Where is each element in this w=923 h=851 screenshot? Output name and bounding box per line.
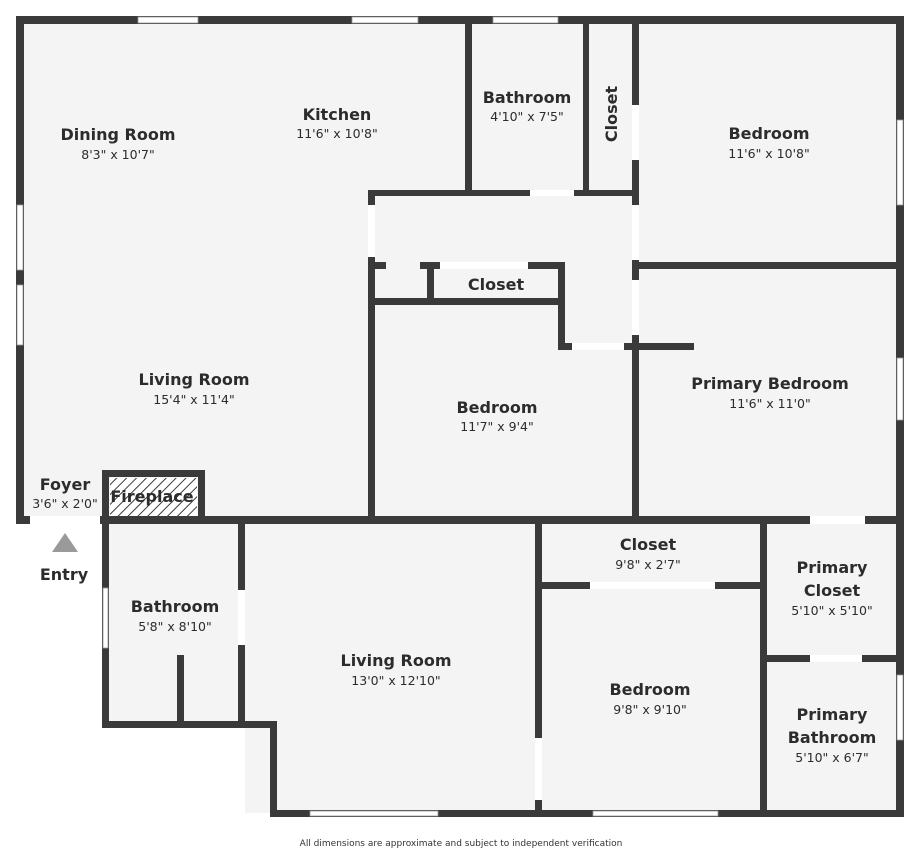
- closet-vertical-label: Closet: [602, 86, 621, 143]
- foyer-label: Foyer: [40, 475, 91, 494]
- dining-room-label: Dining Room: [60, 125, 175, 144]
- bedroom-bottom-label: Bedroom: [609, 680, 690, 699]
- fireplace-hearth: [110, 478, 197, 516]
- windows: [16, 16, 904, 817]
- closet-hall-label: Closet: [468, 275, 525, 294]
- primary-bathroom-label-line2: Bathroom: [788, 728, 877, 747]
- entry-arrow-icon: [52, 533, 78, 552]
- primary-bathroom-dims: 5'10" x 6'7": [795, 750, 868, 765]
- primary-closet-label-line1: Primary: [797, 558, 868, 577]
- bathroom-top-dims: 4'10" x 7'5": [490, 109, 563, 124]
- closet-bottom-dims: 9'8" x 2'7": [615, 557, 681, 572]
- bathroom-top-label: Bathroom: [483, 88, 572, 107]
- primary-bathroom-label-line1: Primary: [797, 705, 868, 724]
- kitchen-dims: 11'6" x 10'8": [296, 126, 377, 141]
- primary-closet-label-line2: Closet: [804, 581, 861, 600]
- bedroom-bottom-dims: 9'8" x 9'10": [613, 702, 686, 717]
- floor-areas: [20, 20, 900, 813]
- primary-closet-dims: 5'10" x 5'10": [791, 603, 872, 618]
- foyer-dims: 3'6" x 2'0": [32, 496, 98, 511]
- bedroom-top-right-dims: 11'6" x 10'8": [728, 146, 809, 161]
- closet-bottom-label: Closet: [620, 535, 677, 554]
- bedroom-top-right-label: Bedroom: [728, 124, 809, 143]
- bedroom-center-dims: 11'7" x 9'4": [460, 419, 533, 434]
- door-openings: [30, 105, 865, 800]
- primary-bedroom-label: Primary Bedroom: [691, 374, 849, 393]
- living-room-left-dims: 15'4" x 11'4": [153, 392, 234, 407]
- fireplace-label: Fireplace: [110, 487, 193, 506]
- disclaimer-text: All dimensions are approximate and subje…: [300, 839, 623, 849]
- bathroom-bottom-dims: 5'8" x 8'10": [138, 619, 211, 634]
- entry-label: Entry: [40, 565, 89, 584]
- dining-room-dims: 8'3" x 10'7": [81, 147, 154, 162]
- living-room-bottom-label: Living Room: [341, 651, 452, 670]
- kitchen-label: Kitchen: [303, 105, 372, 124]
- bathroom-bottom-label: Bathroom: [131, 597, 220, 616]
- living-room-bottom-dims: 13'0" x 12'10": [351, 673, 440, 688]
- bedroom-center-label: Bedroom: [456, 398, 537, 417]
- living-room-left-label: Living Room: [139, 370, 250, 389]
- primary-bedroom-dims: 11'6" x 11'0": [729, 396, 810, 411]
- walls: [16, 16, 904, 817]
